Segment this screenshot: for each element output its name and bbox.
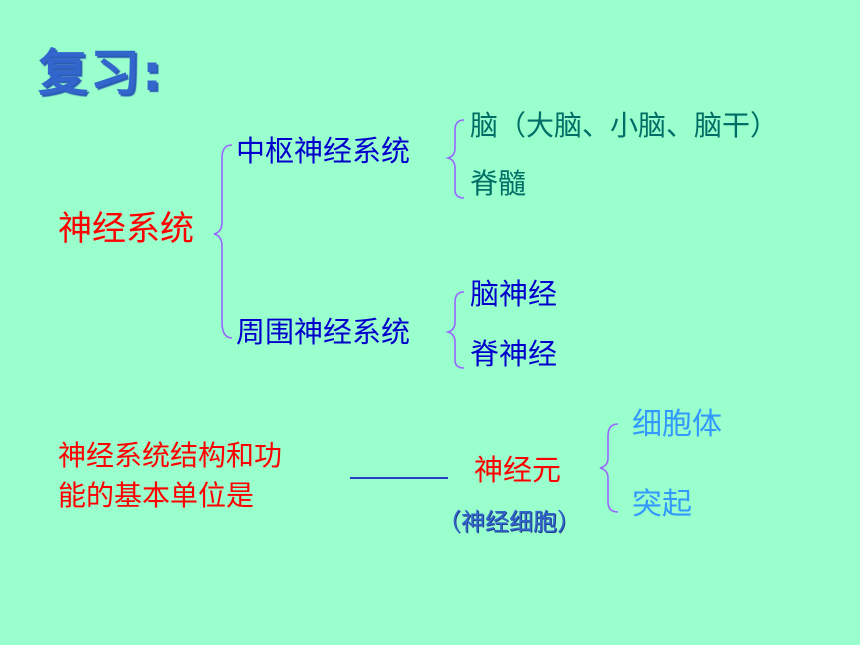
bracket-peripheral bbox=[445, 291, 465, 369]
branch-central-nervous-system: 中枢神经系统 bbox=[236, 134, 411, 168]
part-process: 突起 bbox=[632, 487, 692, 522]
slide-title: 复习: bbox=[38, 44, 164, 102]
leaf-cranial-nerves: 脑神经 bbox=[470, 277, 558, 311]
question-line-1: 神经系统结构和功 bbox=[58, 439, 283, 472]
question-line-2: 能的基本单位是 bbox=[58, 479, 255, 512]
bracket-neuron bbox=[599, 423, 619, 513]
part-cell-body: 细胞体 bbox=[632, 407, 722, 442]
answer-neuron-alias: （神经细胞） bbox=[437, 508, 581, 536]
answer-neuron: 神经元 bbox=[474, 453, 562, 487]
bracket-root bbox=[213, 144, 233, 339]
leaf-spinal-cord: 脊髓 bbox=[470, 167, 527, 200]
leaf-brain: 脑（大脑、小脑、脑干） bbox=[470, 109, 779, 142]
leaf-spinal-nerves: 脊神经 bbox=[470, 337, 558, 371]
bracket-central bbox=[445, 119, 465, 199]
branch-peripheral-nervous-system: 周围神经系统 bbox=[236, 315, 411, 349]
root-node-nervous-system: 神经系统 bbox=[58, 209, 194, 249]
